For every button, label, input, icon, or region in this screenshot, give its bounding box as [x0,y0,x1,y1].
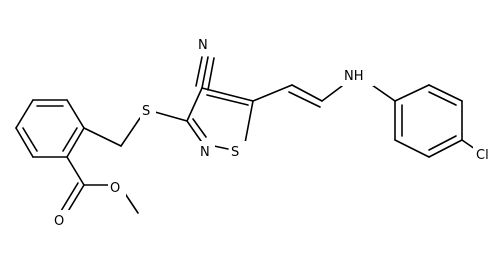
bond [195,56,203,87]
bond [428,139,463,158]
bond [207,57,215,91]
bond [123,191,139,214]
bond [192,118,207,138]
bond [154,111,188,122]
bond [15,99,34,129]
bond [66,156,85,186]
bond [428,84,463,102]
bond [394,84,430,102]
bond [252,84,293,102]
amine-label: NH [344,69,364,84]
bond [60,182,79,212]
nitrile-n-label: N [198,38,208,53]
bond [186,120,202,142]
bond [66,127,85,158]
ring-s-label: S [231,145,239,160]
carbonyl-o-label: O [54,214,64,229]
bond [371,84,396,102]
bond [288,91,321,108]
thioether-s-label: S [142,104,150,119]
bond [244,100,254,144]
bond [428,135,457,151]
bond [291,84,323,102]
bond [15,127,34,158]
ring-n-label: N [200,145,210,160]
bond [394,139,430,158]
bond [428,91,457,106]
bond [66,99,85,129]
bonds [15,56,476,214]
bond [120,117,141,147]
bond [201,87,254,102]
bond [321,85,343,102]
bond [461,139,476,150]
bond [83,127,122,147]
ester-o-label: O [110,181,120,196]
bond [213,145,229,150]
bond [186,87,203,122]
chlorine-label: Cl [476,148,489,163]
bond [201,56,209,89]
bond [206,94,249,106]
bond [22,127,38,152]
bond [66,184,85,214]
atom-labels: N S N S NH Cl O O [52,34,501,230]
bond [62,127,78,152]
